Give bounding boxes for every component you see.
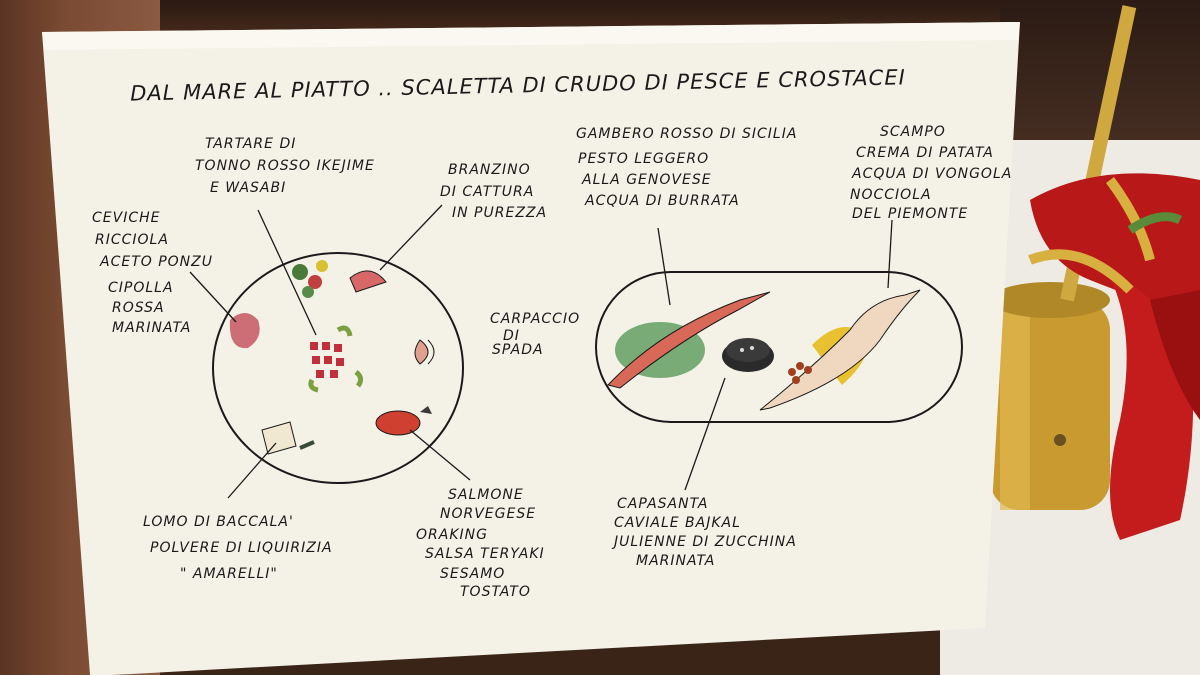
svg-text:TARTARE DI: TARTARE DI bbox=[205, 136, 296, 152]
svg-text:CREMA DI PATATA: CREMA DI PATATA bbox=[856, 145, 994, 161]
label-lomo: LOMO DI BACCALA' POLVERE DI LIQUIRIZIA "… bbox=[143, 514, 333, 582]
gold-candle-holder bbox=[990, 5, 1137, 510]
svg-text:IN PUREZZA: IN PUREZZA bbox=[452, 205, 547, 221]
svg-text:SALMONE: SALMONE bbox=[448, 487, 524, 503]
svg-text:ACQUA DI VONGOLA: ACQUA DI VONGOLA bbox=[851, 166, 1012, 182]
svg-text:SPADA: SPADA bbox=[492, 342, 544, 358]
svg-text:ALLA GENOVESE: ALLA GENOVESE bbox=[581, 172, 712, 188]
tartare-garnish bbox=[292, 260, 328, 298]
svg-text:PESTO LEGGERO: PESTO LEGGERO bbox=[578, 151, 709, 167]
svg-text:DI: DI bbox=[503, 328, 520, 344]
svg-text:ACETO PONZU: ACETO PONZU bbox=[99, 254, 213, 270]
red-ribbon-decoration bbox=[1028, 173, 1200, 540]
svg-text:MARINATA: MARINATA bbox=[112, 320, 191, 336]
svg-text:LOMO DI BACCALA': LOMO DI BACCALA' bbox=[143, 514, 294, 530]
label-gambero: GAMBERO ROSSO DI SICILIA PESTO LEGGERO A… bbox=[576, 126, 797, 209]
svg-text:TOSTATO: TOSTATO bbox=[460, 584, 531, 600]
svg-text:JULIENNE DI ZUCCHINA: JULIENNE DI ZUCCHINA bbox=[611, 534, 797, 550]
svg-text:CARPACCIO: CARPACCIO bbox=[490, 311, 580, 327]
tuna-cubes bbox=[308, 325, 364, 393]
svg-text:ORAKING: ORAKING bbox=[416, 527, 488, 543]
svg-text:MARINATA: MARINATA bbox=[636, 553, 715, 569]
label-scampo: SCAMPO CREMA DI PATATA ACQUA DI VONGOLA … bbox=[850, 124, 1012, 222]
svg-text:BRANZINO: BRANZINO bbox=[448, 162, 531, 178]
svg-text:CAVIALE BAJKAL: CAVIALE BAJKAL bbox=[614, 515, 741, 531]
label-salmone: SALMONE NORVEGESE ORAKING SALSA TERYAKI … bbox=[416, 487, 545, 600]
svg-text:NORVEGESE: NORVEGESE bbox=[440, 506, 536, 522]
svg-text:E WASABI: E WASABI bbox=[210, 180, 286, 196]
svg-text:CAPASANTA: CAPASANTA bbox=[617, 496, 708, 512]
label-carpaccio: CARPACCIO DI SPADA bbox=[490, 311, 580, 358]
label-branzino: BRANZINO DI CATTURA IN PUREZZA bbox=[440, 162, 547, 221]
svg-text:POLVERE DI LIQUIRIZIA: POLVERE DI LIQUIRIZIA bbox=[150, 540, 333, 556]
svg-text:DEL PIEMONTE: DEL PIEMONTE bbox=[852, 206, 968, 222]
svg-text:NOCCIOLA: NOCCIOLA bbox=[850, 187, 932, 203]
svg-text:CEVICHE: CEVICHE bbox=[92, 210, 160, 226]
svg-text:ACQUA DI BURRATA: ACQUA DI BURRATA bbox=[584, 193, 740, 209]
label-tartare: TARTARE DI TONNO ROSSO IKEJIME E WASABI bbox=[195, 136, 375, 196]
label-capasanta: CAPASANTA CAVIALE BAJKAL JULIENNE DI ZUC… bbox=[611, 496, 797, 569]
card-paper bbox=[42, 22, 1020, 675]
svg-text:" AMARELLI": " AMARELLI" bbox=[180, 566, 278, 582]
svg-text:SALSA TERYAKI: SALSA TERYAKI bbox=[425, 546, 545, 562]
svg-text:GAMBERO ROSSO DI SICILIA: GAMBERO ROSSO DI SICILIA bbox=[576, 126, 797, 142]
svg-text:RICCIOLA: RICCIOLA bbox=[95, 232, 169, 248]
right-plate bbox=[595, 219, 963, 491]
svg-text:TONNO ROSSO IKEJIME: TONNO ROSSO IKEJIME bbox=[195, 158, 375, 174]
svg-text:CIPOLLA: CIPOLLA bbox=[108, 280, 174, 296]
svg-text:DI CATTURA: DI CATTURA bbox=[440, 184, 534, 200]
label-ceviche: CEVICHE RICCIOLA ACETO PONZU CIPOLLA ROS… bbox=[92, 210, 213, 336]
svg-text:SCAMPO: SCAMPO bbox=[880, 124, 946, 140]
svg-text:SESAMO: SESAMO bbox=[440, 566, 505, 582]
left-plate bbox=[189, 204, 471, 499]
caviar-tin bbox=[722, 338, 774, 372]
svg-text:ROSSA: ROSSA bbox=[112, 300, 165, 316]
scampo-tail-dots bbox=[788, 362, 812, 384]
